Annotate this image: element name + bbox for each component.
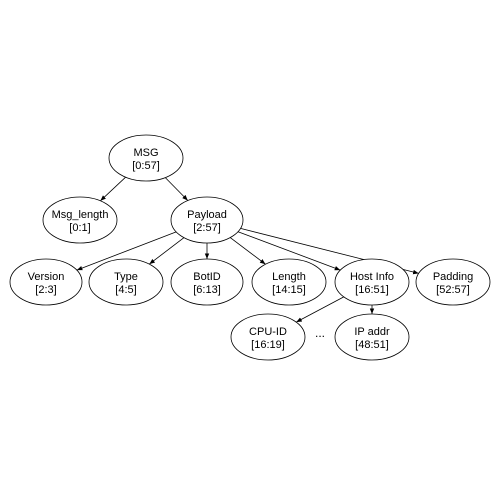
node-host-info-shape	[334, 258, 410, 306]
node-length-shape	[251, 258, 327, 306]
node-version-label: Version	[28, 271, 65, 283]
node-type-shape	[88, 258, 164, 306]
node-length-range: [14:15]	[272, 284, 306, 296]
edge-payload-to-length	[229, 237, 266, 265]
edge-payload-to-version	[76, 231, 177, 271]
edge-host-info-to-cpu-id	[296, 296, 344, 323]
nodes: MSG[0:57] Msg_length[0:1] Payload[2:57] Ver…	[9, 134, 491, 361]
node-ip-addr-shape	[334, 313, 410, 361]
ellipsis-label: ...	[315, 326, 325, 340]
node-botid-range: [6:13]	[193, 284, 221, 296]
node-msg-label: MSG	[133, 147, 158, 159]
node-payload: Payload[2:57]	[170, 196, 244, 244]
node-version: Version[2:3]	[9, 258, 83, 306]
node-msg-shape	[108, 134, 184, 182]
node-cpu-id: CPU-ID[16:19]	[230, 313, 306, 361]
node-host-info-label: Host Info	[350, 271, 394, 283]
node-cpu-id-range: [16:19]	[251, 339, 285, 351]
node-payload-range: [2:57]	[193, 222, 221, 234]
node-msg-range: [0:57]	[132, 160, 160, 172]
node-padding-shape	[415, 258, 491, 306]
edge-msg-to-msg-length	[100, 176, 126, 202]
node-botid-label: BotID	[193, 271, 221, 283]
node-msg-length-range: [0:1]	[69, 222, 90, 234]
node-host-info: Host Info[16:51]	[334, 258, 410, 306]
node-padding: Padding[52:57]	[415, 258, 491, 306]
node-length: Length[14:15]	[251, 258, 327, 306]
node-ip-addr: IP addr[48:51]	[334, 313, 410, 361]
node-ip-addr-label: IP addr	[354, 326, 390, 338]
node-length-label: Length	[272, 271, 306, 283]
node-version-range: [2:3]	[35, 284, 56, 296]
edge-payload-to-type	[149, 237, 185, 265]
edge-msg-to-payload	[165, 177, 189, 201]
node-botid-shape	[170, 258, 244, 306]
edge-payload-to-host-info	[237, 231, 341, 271]
node-type-label: Type	[114, 271, 138, 283]
node-msg-length-label: Msg_length	[52, 209, 109, 221]
node-host-info-range: [16:51]	[355, 284, 389, 296]
node-payload-shape	[170, 196, 244, 244]
node-payload-label: Payload	[187, 209, 227, 221]
node-cpu-id-shape	[230, 313, 306, 361]
node-type-range: [4:5]	[115, 284, 136, 296]
node-padding-range: [52:57]	[436, 284, 470, 296]
node-botid: BotID[6:13]	[170, 258, 244, 306]
node-msg-length-shape	[42, 196, 118, 244]
node-msg-length: Msg_length[0:1]	[42, 196, 118, 244]
node-type: Type[4:5]	[88, 258, 164, 306]
node-cpu-id-label: CPU-ID	[249, 326, 287, 338]
node-msg: MSG[0:57]	[108, 134, 184, 182]
node-version-shape	[9, 258, 83, 306]
node-ip-addr-range: [48:51]	[355, 339, 389, 351]
node-padding-label: Padding	[433, 271, 473, 283]
